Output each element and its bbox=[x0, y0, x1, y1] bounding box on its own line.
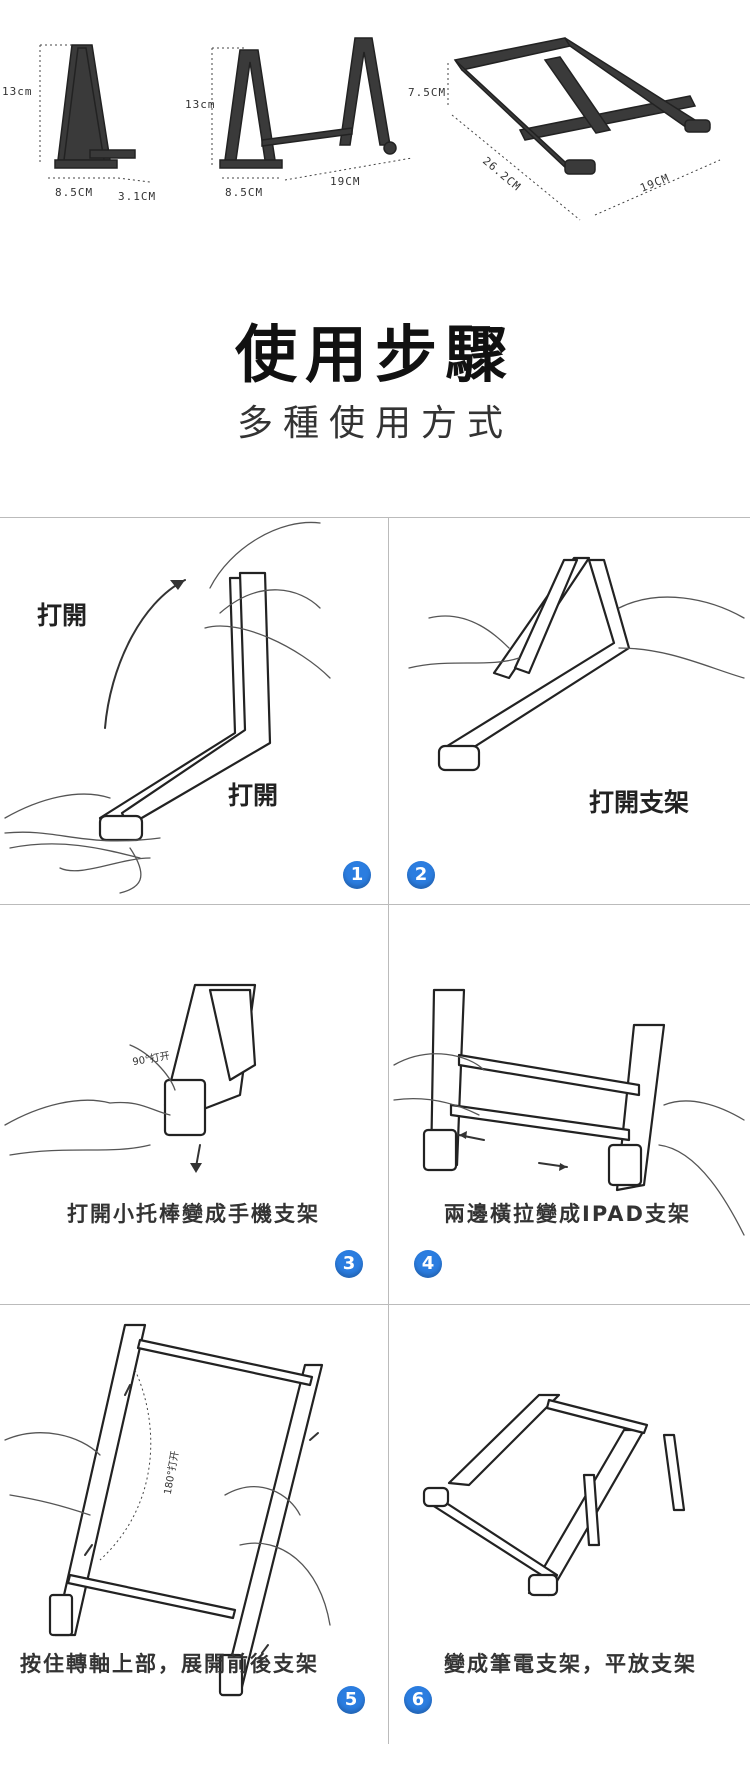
step-3-cell: 90°打开 打開小托棒變成手機支架 3 bbox=[0, 905, 388, 1304]
step-4-caption: 兩邊橫拉變成IPAD支架 bbox=[444, 1202, 691, 1226]
dimension-illustrations: 13cm 8.5CM 3.1CM 13cm 8.5CM 19CM bbox=[0, 0, 750, 240]
step-2-cell: 打開支架 2 bbox=[389, 518, 750, 904]
stand3-height: 7.5CM bbox=[408, 86, 446, 99]
step-4-badge: 4 bbox=[414, 1250, 442, 1278]
step-1-caption: 打開 bbox=[228, 781, 279, 810]
grid-divider-row2 bbox=[0, 1304, 750, 1305]
stand-folded-diagram bbox=[39, 44, 151, 183]
steps-grid: 打開 打開 1 打開支架 2 bbox=[0, 517, 750, 1744]
stand-flat-diagram bbox=[447, 37, 721, 221]
dimension-diagrams: 13cm 8.5CM 3.1CM 13cm 8.5CM 19CM bbox=[2, 37, 721, 221]
step-4-cell: 兩邊橫拉變成IPAD支架 4 bbox=[389, 905, 750, 1304]
stand2-height: 13cm bbox=[185, 98, 216, 111]
stand2-width: 19CM bbox=[330, 175, 361, 188]
stand2-depth: 8.5CM bbox=[225, 186, 263, 199]
step-6-caption: 變成筆電支架，平放支架 bbox=[444, 1652, 697, 1676]
section-heading: 使用步驟 多種使用方式 bbox=[0, 315, 750, 447]
step-1-badge: 1 bbox=[343, 861, 371, 889]
arrow-head-icon bbox=[170, 580, 185, 590]
step-2-caption: 打開支架 bbox=[589, 788, 690, 817]
step-2-badge: 2 bbox=[407, 861, 435, 889]
stand-illustration bbox=[422, 1393, 686, 1597]
step-6-illustration bbox=[422, 1393, 686, 1597]
grid-divider-row1 bbox=[0, 904, 750, 905]
step-6-badge: 6 bbox=[404, 1686, 432, 1714]
stand-open-diagram bbox=[211, 37, 413, 181]
page-title: 使用步驟 bbox=[234, 318, 515, 391]
step-5-illustration bbox=[4, 1323, 331, 1697]
step-3-caption: 打開小托棒變成手機支架 bbox=[67, 1202, 320, 1226]
step-1-cell: 打開 打開 1 bbox=[0, 518, 388, 904]
stand-illustration bbox=[437, 556, 631, 772]
stand1-height: 13cm bbox=[2, 85, 33, 98]
stand1-foot: 3.1CM bbox=[118, 190, 156, 203]
step-3-illustration bbox=[4, 983, 257, 1173]
step-6-cell: 變成筆電支架，平放支架 6 bbox=[389, 1305, 750, 1744]
stand-illustration bbox=[163, 983, 257, 1173]
page-subtitle: 多種使用方式 bbox=[236, 403, 513, 444]
step-1-label: 打開 bbox=[37, 601, 88, 630]
grid-divider-vertical bbox=[388, 518, 389, 1744]
step-2-illustration bbox=[408, 556, 745, 772]
step-4-illustration bbox=[393, 988, 745, 1236]
step-3-badge: 3 bbox=[335, 1250, 363, 1278]
open-arrow-icon bbox=[104, 579, 186, 729]
step-5-badge: 5 bbox=[337, 1686, 365, 1714]
stand-illustration bbox=[98, 571, 272, 842]
stand-illustration bbox=[48, 1323, 324, 1697]
stand3-depth: 26.2CM bbox=[480, 154, 523, 193]
stand3-width: 19CM bbox=[638, 171, 671, 194]
step-5-caption: 按住轉軸上部，展開前後支架 bbox=[20, 1652, 319, 1676]
stand1-depth: 8.5CM bbox=[55, 186, 93, 199]
stand-illustration bbox=[422, 988, 666, 1192]
step-1-illustration bbox=[4, 521, 331, 894]
step-5-cell: 180°打开 按住轉軸上部，展開前後支架 5 bbox=[0, 1305, 388, 1744]
